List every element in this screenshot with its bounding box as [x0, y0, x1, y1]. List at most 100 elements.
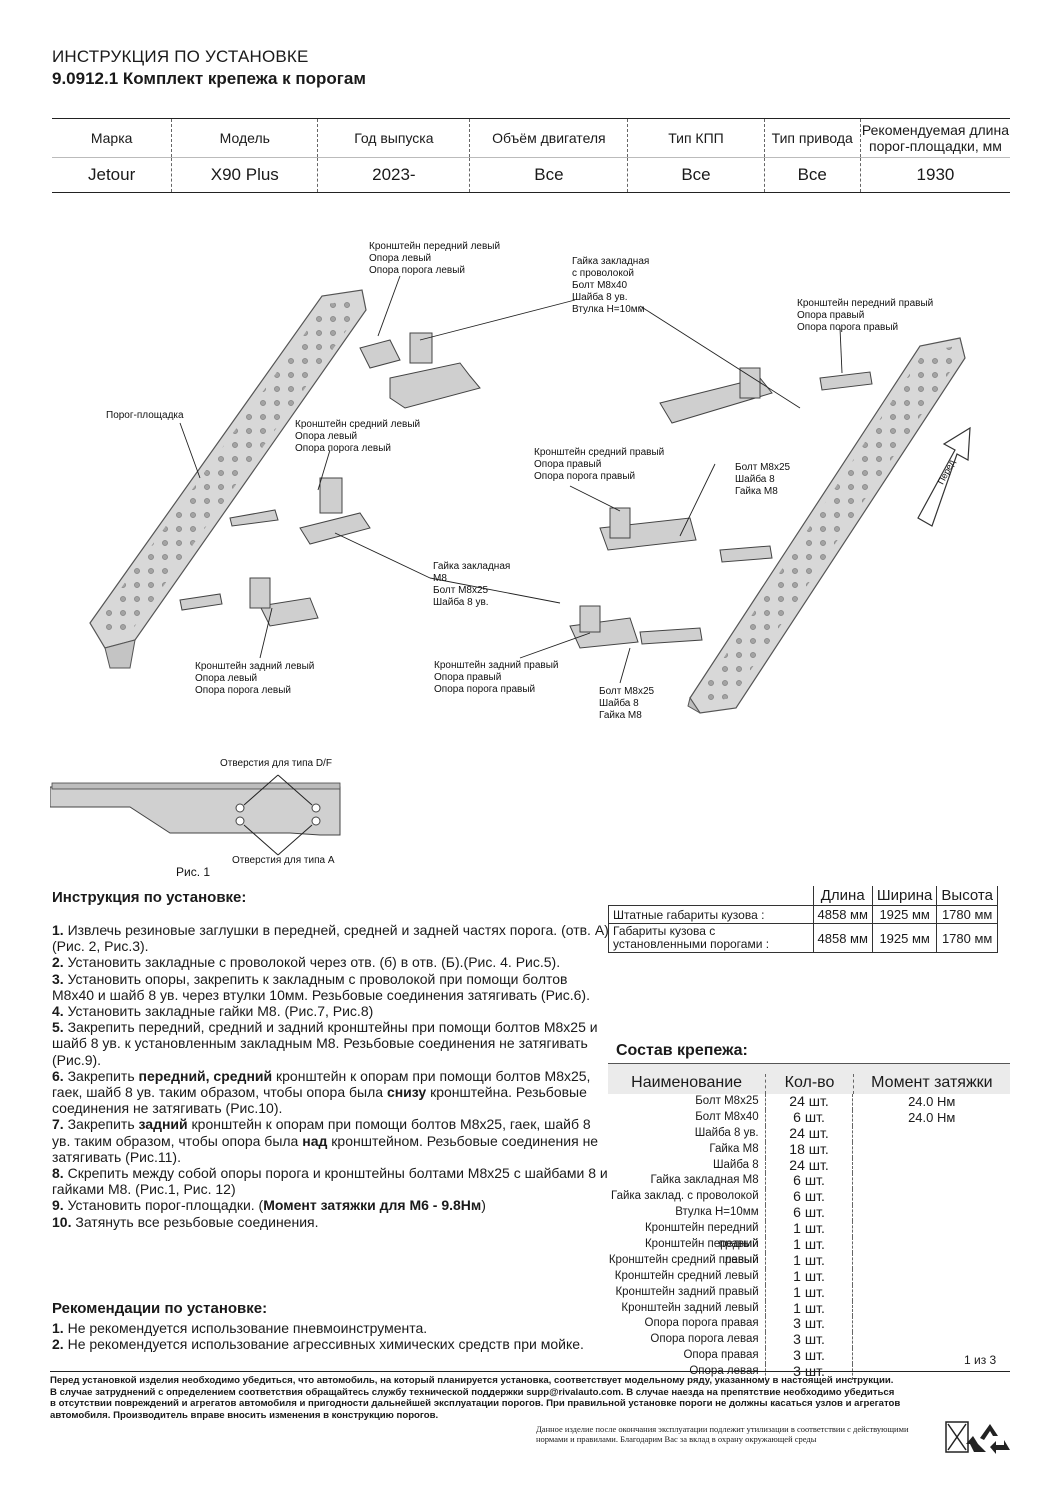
cell-gearbox: Все: [628, 158, 765, 192]
step-8: 8. Скрепить между собой опоры порога и к…: [52, 1165, 612, 1197]
fastener-qty: 24 шт.: [766, 1093, 854, 1110]
leader-lines: [179, 275, 843, 684]
step-number: 4.: [52, 1003, 64, 1020]
label-front-right-bracket: Кронштейн передний правый Опора правый О…: [797, 298, 934, 333]
rec-text: Не рекомендуется использование агрессивн…: [63, 1336, 584, 1352]
step-5: 5. Закрепить передний, средний и задний …: [52, 1019, 612, 1068]
cell-brand: Jetour: [52, 158, 173, 192]
fastener-name: Кронштейн передний левый: [608, 1237, 766, 1266]
fasteners-title: Состав крепежа:: [616, 1042, 748, 1059]
fastener-name: Кронштейн средний правый: [608, 1252, 766, 1269]
label-front-nut-set: Гайка закладная с проволокой Болт М8х40 …: [572, 256, 650, 315]
dim-value: 4858 мм: [812, 905, 873, 924]
fastener-col-torque: Момент затяжки: [871, 1074, 993, 1091]
fastener-qty: 6 шт.: [766, 1109, 854, 1126]
step-emphasis: снизу: [386, 1084, 427, 1101]
step-number: 2.: [52, 954, 64, 971]
step-text: ): [481, 1197, 486, 1214]
step-text: Установить порог-площадки. (: [63, 1197, 264, 1214]
step-emphasis: над: [302, 1132, 328, 1149]
fastener-qty: 3 шт.: [766, 1347, 854, 1365]
step-number: 3.: [52, 970, 64, 987]
fastener-name: Опора правая: [608, 1348, 766, 1365]
label-step-board: Порог-площадка: [106, 410, 184, 421]
step-text: Скрепить между собой опоры порога и крон…: [52, 1165, 608, 1198]
step-text: Установить закладные с проволокой через …: [63, 954, 561, 971]
dim-value: 1925 мм: [871, 905, 938, 924]
col-gearbox: Тип КПП: [628, 119, 765, 157]
cell-engine: Все: [470, 158, 629, 192]
dimensions-corner: [608, 886, 813, 906]
figure-caption: Рис. 1: [176, 865, 211, 879]
recycle-icon: [945, 1421, 1010, 1454]
dimensions-row: Штатные габариты кузова : 4858 мм 1925 м…: [608, 905, 998, 924]
col-engine: Объём двигателя: [470, 119, 629, 157]
label-front-left-bracket: Кронштейн передний левый Опора левый Опо…: [369, 241, 501, 276]
recommendation-1: 1. Не рекомендуется использование пневмо…: [52, 1320, 612, 1336]
dim-col-height: Высота: [936, 886, 998, 906]
fastener-torque: 24.0 Нм: [908, 1109, 956, 1125]
rec-number: 2.: [52, 1336, 64, 1352]
fastener-torque: [853, 1173, 1010, 1189]
step-number: 5.: [52, 1019, 64, 1036]
step-text: Закрепить: [63, 1067, 139, 1084]
fastener-name: Болт М8х25: [608, 1094, 766, 1110]
step-text: Извлечь резиновые заглушки в передней, с…: [52, 922, 609, 955]
bracket-hole-drawing: [49, 774, 341, 856]
step-10: 10. Затянуть все резьбовые соединения.: [52, 1214, 612, 1230]
col-year: Год выпуска: [318, 119, 471, 157]
fastener-torque: [853, 1237, 1010, 1253]
fastener-name: Кронштейн средний левый: [608, 1268, 766, 1285]
fastener-torque: 24.0 Нм: [908, 1094, 956, 1109]
fastener-qty: 24 шт.: [766, 1157, 854, 1174]
document-title: ИНСТРУКЦИЯ ПО УСТАНОВКЕ: [52, 47, 309, 66]
recommendation-2: 2. Не рекомендуется использование агресс…: [52, 1336, 612, 1352]
fastener-row: Шайба 8 ув.24 шт.: [608, 1125, 1010, 1142]
fastener-name: Шайба 8 ув.: [608, 1125, 766, 1142]
footer-notice: Перед установкой изделия необходимо убед…: [50, 1371, 1010, 1421]
dimensions-table: Длина Ширина Высота Штатные габариты куз…: [608, 886, 998, 953]
vehicle-table: Марка Модель Год выпуска Объём двигателя…: [52, 118, 1010, 193]
fastener-name: Болт М8х40: [608, 1109, 766, 1126]
fastener-qty: 6 шт.: [766, 1173, 854, 1190]
step-text: кронштейна. Резьбовые соединения не затя…: [52, 1084, 587, 1117]
step-number: 7.: [52, 1116, 64, 1133]
page-number: 1 из 3: [964, 1353, 997, 1367]
dim-value: 1780 мм: [936, 905, 998, 924]
dim-row-label: Габариты кузова с установленными порогам…: [608, 923, 814, 953]
fastener-torque: [853, 1301, 1010, 1317]
col-brand: Марка: [52, 119, 173, 157]
footer-line: автомобиля. Производитель вправе вносить…: [50, 1409, 439, 1421]
step-9: 9. Установить порог-площадки. (Момент за…: [52, 1197, 612, 1213]
dimensions-header: Длина Ширина Высота: [608, 886, 998, 906]
label-mid-right-bracket: Кронштейн средний правый Опора правый Оп…: [534, 447, 665, 482]
step-text: кронштейн к опорам при помощи болтов М8х…: [52, 1067, 591, 1101]
dim-value: 1925 мм: [871, 923, 938, 953]
label-mid-nut-set: Гайка закладная М8 Болт М8х25 Шайба 8 ув…: [433, 561, 511, 608]
step-3: 3. Установить опоры, закрепить к закладн…: [52, 971, 612, 1003]
vehicle-table-header: Марка Модель Год выпуска Объём двигателя…: [52, 119, 1010, 157]
dimensions-row: Габариты кузова с установленными порогам…: [608, 923, 998, 953]
fasteners-table: Наименование Кол-во Момент затяжки Болт …: [608, 1063, 1010, 1381]
fastener-qty: 1 шт.: [766, 1236, 854, 1253]
fastener-name: Гайка заклад. с проволокой: [608, 1189, 766, 1206]
fastener-name: Гайка закладная М8: [608, 1173, 766, 1190]
fastener-name: Кронштейн задний правый: [608, 1284, 766, 1301]
fastener-qty: 1 шт.: [766, 1252, 854, 1269]
fastener-torque: [853, 1332, 1010, 1348]
fasteners-header: Наименование Кол-во Момент затяжки: [608, 1063, 1010, 1094]
step-text: Установить опоры, закрепить к закладным …: [52, 970, 590, 1003]
fastener-name: Шайба 8: [608, 1157, 766, 1174]
fastener-name: Втулка Н=10мм: [608, 1205, 766, 1222]
step-emphasis: Момент затяжки для М6 - 9.8Нм: [263, 1197, 482, 1214]
